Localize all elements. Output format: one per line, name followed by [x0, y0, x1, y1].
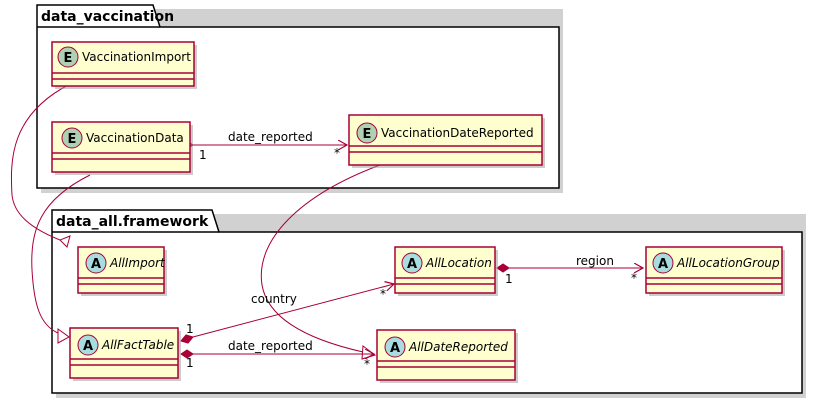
class-name: AllFactTable	[101, 338, 174, 352]
entity-stereotype-icon	[57, 46, 79, 68]
class-name: VaccinationDateReported	[381, 126, 534, 140]
abstract-stereotype-icon	[401, 252, 423, 274]
edge-vaccination-import-extends-all-import	[10, 83, 71, 248]
edge-label: country	[251, 292, 297, 306]
package-title: data_all.framework	[56, 214, 209, 230]
edge-source-multiplicity: 1	[186, 322, 194, 336]
edge-all-fact-table-country: country 1 *	[180, 284, 394, 344]
class-name: AllLocationGroup	[676, 256, 780, 270]
abstract-stereotype-icon	[652, 252, 674, 274]
package-title: data_vaccination	[41, 9, 174, 25]
edge-label: date_reported	[228, 130, 313, 144]
class-vaccination-import[interactable]: E VaccinationImport	[51, 41, 197, 89]
edge-target-multiplicity: *	[380, 287, 386, 301]
class-all-import[interactable]: A AllImport	[77, 246, 167, 296]
abstract-stereotype-icon	[384, 336, 406, 358]
stereotype-letter: E	[68, 132, 77, 147]
class-name: AllImport	[109, 256, 166, 270]
edge-all-location-region: region 1 *	[496, 254, 643, 286]
abstract-stereotype-icon	[77, 334, 99, 356]
stereotype-letter: A	[91, 257, 101, 272]
class-all-location[interactable]: A AllLocation	[394, 246, 498, 296]
class-all-date-reported[interactable]: A AllDateReported	[376, 329, 518, 383]
stereotype-letter: A	[390, 341, 400, 356]
edge-source-multiplicity: 1	[186, 356, 194, 370]
class-vaccination-date-reported[interactable]: E VaccinationDateReported	[348, 114, 545, 168]
class-vaccination-data[interactable]: E VaccinationData	[51, 121, 193, 175]
edge-all-fact-table-date-reported: date_reported 1 *	[180, 339, 374, 371]
stereotype-letter: E	[64, 51, 73, 66]
stereotype-letter: E	[363, 127, 372, 142]
edge-target-multiplicity: *	[364, 357, 370, 371]
edge-source-multiplicity: 1	[199, 148, 207, 162]
class-name: VaccinationData	[86, 131, 184, 145]
class-all-fact-table[interactable]: A AllFactTable	[69, 327, 181, 381]
abstract-stereotype-icon	[85, 252, 107, 274]
edge-target-multiplicity: *	[334, 146, 340, 160]
edge-vaccination-data-extends-all-fact-table	[31, 174, 91, 344]
edge-label: region	[576, 254, 614, 268]
edge-label: date_reported	[228, 339, 313, 353]
stereotype-letter: A	[83, 339, 93, 354]
stereotype-letter: A	[407, 257, 417, 272]
edge-target-multiplicity: *	[631, 271, 637, 285]
entity-stereotype-icon	[356, 122, 378, 144]
class-name: AllLocation	[425, 256, 492, 270]
class-name: AllDateReported	[408, 340, 508, 354]
class-all-location-group[interactable]: A AllLocationGroup	[645, 246, 785, 296]
stereotype-letter: A	[658, 257, 668, 272]
entity-stereotype-icon	[61, 127, 83, 149]
class-name: VaccinationImport	[82, 50, 191, 64]
edge-source-multiplicity: 1	[505, 272, 513, 286]
